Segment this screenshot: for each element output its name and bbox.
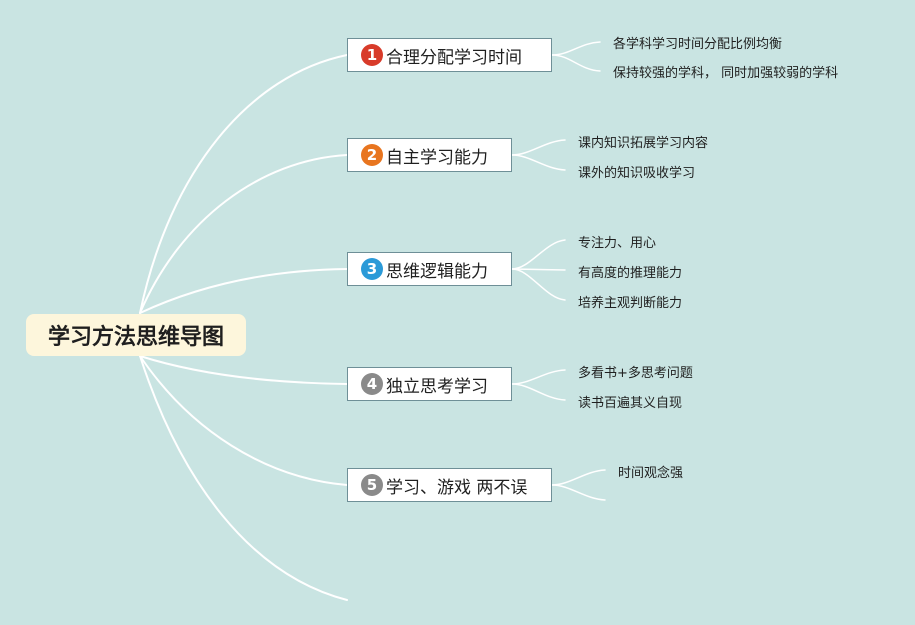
branch-line-5 [139,355,348,486]
topic-node-2[interactable]: 2 自主学习能力 [347,138,512,172]
topic-label-4: 独立思考学习 [386,376,488,397]
topic-node-4[interactable]: 4 独立思考学习 [347,367,512,401]
sub-line-5-1 [551,469,606,486]
subtopic-4-1[interactable]: 多看书+多思考问题 [578,366,693,381]
topic-node-1[interactable]: 1 合理分配学习时间 [347,38,552,72]
number-badge-1: 1 [361,44,383,66]
sub-line-3-2 [511,268,566,271]
sub-line-5-2 [551,484,606,501]
number-badge-3: 3 [361,258,383,280]
topic-node-3[interactable]: 3 思维逻辑能力 [347,252,512,286]
number-badge-4: 4 [361,373,383,395]
number-badge-2: 2 [361,144,383,166]
sub-line-3-1 [511,239,566,270]
branch-line-3 [139,268,348,314]
central-topic[interactable]: 学习方法思维导图 [26,314,246,356]
subtopic-1-2[interactable]: 保持较强的学科， 同时加强较弱的学科 [613,66,839,81]
branch-line-6 [139,355,348,601]
sub-line-1-2 [551,54,601,72]
sub-line-2-2 [511,154,566,171]
subtopic-4-2[interactable]: 读书百遍其义自现 [578,396,683,411]
sub-line-4-1 [511,369,566,385]
topic-label-1: 合理分配学习时间 [386,47,522,68]
topic-label-3: 思维逻辑能力 [386,261,488,282]
sub-line-4-2 [511,383,566,401]
subtopic-2-1[interactable]: 课内知识拓展学习内容 [578,136,709,151]
branch-line-1 [139,54,348,314]
subtopic-3-1[interactable]: 专注力、用心 [578,236,657,251]
subtopic-5-1[interactable]: 时间观念强 [618,466,684,481]
topic-node-5[interactable]: 5 学习、游戏 两不误 [347,468,552,502]
sub-line-3-3 [511,268,566,301]
number-badge-5: 5 [361,474,383,496]
sub-line-1-1 [551,41,601,56]
topic-label-2: 自主学习能力 [386,147,488,168]
subtopic-3-3[interactable]: 培养主观判断能力 [578,296,683,311]
subtopic-2-2[interactable]: 课外的知识吸收学习 [578,166,696,181]
branch-line-2 [139,154,348,314]
subtopic-3-2[interactable]: 有高度的推理能力 [578,266,683,281]
topic-label-5: 学习、游戏 两不误 [386,477,528,498]
branch-line-4 [139,355,348,385]
subtopic-1-1[interactable]: 各学科学习时间分配比例均衡 [613,37,783,52]
sub-line-2-1 [511,139,566,156]
